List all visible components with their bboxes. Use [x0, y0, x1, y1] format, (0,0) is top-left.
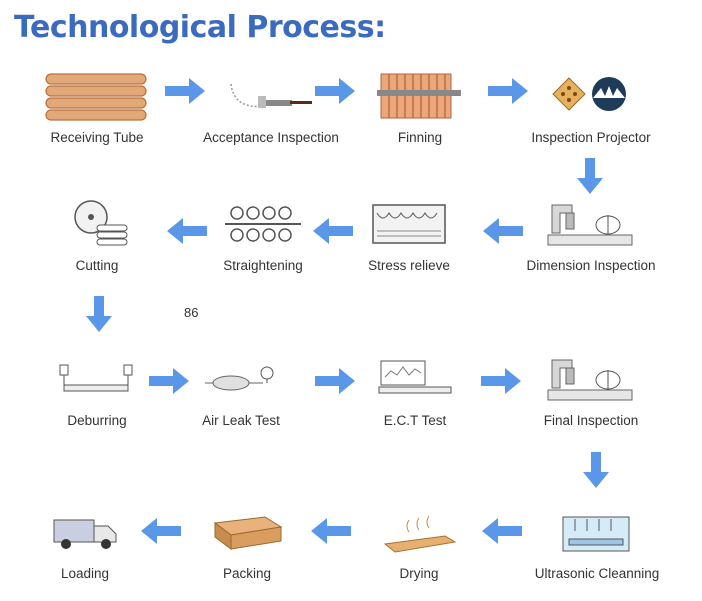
step-label: Air Leak Test — [202, 413, 280, 428]
ultrasonic-tank-icon — [562, 516, 630, 552]
arrow-left-icon — [482, 518, 522, 544]
arrow-down-icon — [583, 452, 609, 488]
ect-tester-icon — [378, 360, 452, 394]
step-label: Dimension Inspection — [526, 258, 656, 273]
step-label: Final Inspection — [543, 413, 639, 428]
step-label: Drying — [399, 566, 439, 581]
step-label: Stress relieve — [368, 258, 450, 273]
step-label: Finning — [397, 130, 443, 145]
stray-number: 86 — [184, 305, 199, 320]
step-finning: Finning — [345, 66, 495, 145]
truck-icon — [53, 519, 117, 549]
dimension-gauge-icon — [547, 204, 633, 246]
step-packing: Packing — [172, 502, 322, 581]
copper-tubes-icon — [45, 73, 147, 121]
final-inspection-gauge-icon — [547, 359, 633, 401]
step-ect-test: E.C.T Test — [340, 349, 490, 428]
step-label: Loading — [60, 566, 110, 581]
page-title: Technological Process: — [14, 10, 386, 45]
projector-icon — [552, 77, 626, 111]
step-cutting: Cutting — [22, 194, 172, 273]
drying-tray-icon — [383, 515, 457, 553]
step-air-leak-test: Air Leak Test — [166, 349, 316, 428]
arrow-down-icon — [577, 158, 603, 194]
step-ultrasonic-cleaning: Ultrasonic Cleanning — [522, 502, 672, 581]
arrow-right-icon — [315, 368, 355, 394]
step-stress-relieve: Stress relieve — [334, 194, 484, 273]
arrow-left-icon — [483, 218, 523, 244]
straightening-rollers-icon — [225, 206, 301, 242]
deburring-icon — [59, 364, 133, 392]
arrow-down-icon — [86, 296, 112, 332]
finning-machine-icon — [377, 73, 461, 119]
arrow-right-icon — [488, 78, 528, 104]
arrow-left-icon — [167, 218, 207, 244]
step-drying: Drying — [344, 502, 494, 581]
cutting-saw-icon — [74, 200, 128, 246]
step-final-inspection: Final Inspection — [516, 349, 666, 428]
arrow-right-icon — [165, 78, 205, 104]
step-deburring: Deburring — [22, 349, 172, 428]
arrow-left-icon — [311, 518, 351, 544]
packing-box-icon — [213, 516, 283, 550]
step-inspection-projector: Inspection Projector — [516, 66, 666, 145]
air-leak-test-icon — [205, 366, 274, 391]
arrow-right-icon — [315, 78, 355, 104]
arrow-right-icon — [481, 368, 521, 394]
step-label: E.C.T Test — [383, 413, 447, 428]
step-label: Acceptance Inspection — [203, 130, 339, 145]
step-acceptance-inspection: Acceptance Inspection — [196, 66, 346, 145]
arrow-right-icon — [149, 368, 189, 394]
step-label: Deburring — [67, 413, 127, 428]
step-receiving-tube: Receiving Tube — [22, 66, 172, 145]
step-loading: Loading — [10, 502, 160, 581]
step-straightening: Straightening — [188, 194, 338, 273]
tube-inspection-icon — [230, 83, 312, 108]
step-label: Ultrasonic Cleanning — [534, 566, 660, 581]
stress-furnace-icon — [372, 204, 446, 244]
step-label: Inspection Projector — [531, 130, 651, 145]
step-label: Cutting — [75, 258, 119, 273]
step-label: Straightening — [223, 258, 303, 273]
step-dimension-inspection: Dimension Inspection — [516, 194, 666, 273]
step-label: Receiving Tube — [50, 130, 144, 145]
arrow-left-icon — [313, 218, 353, 244]
step-label: Packing — [222, 566, 272, 581]
arrow-left-icon — [141, 518, 181, 544]
